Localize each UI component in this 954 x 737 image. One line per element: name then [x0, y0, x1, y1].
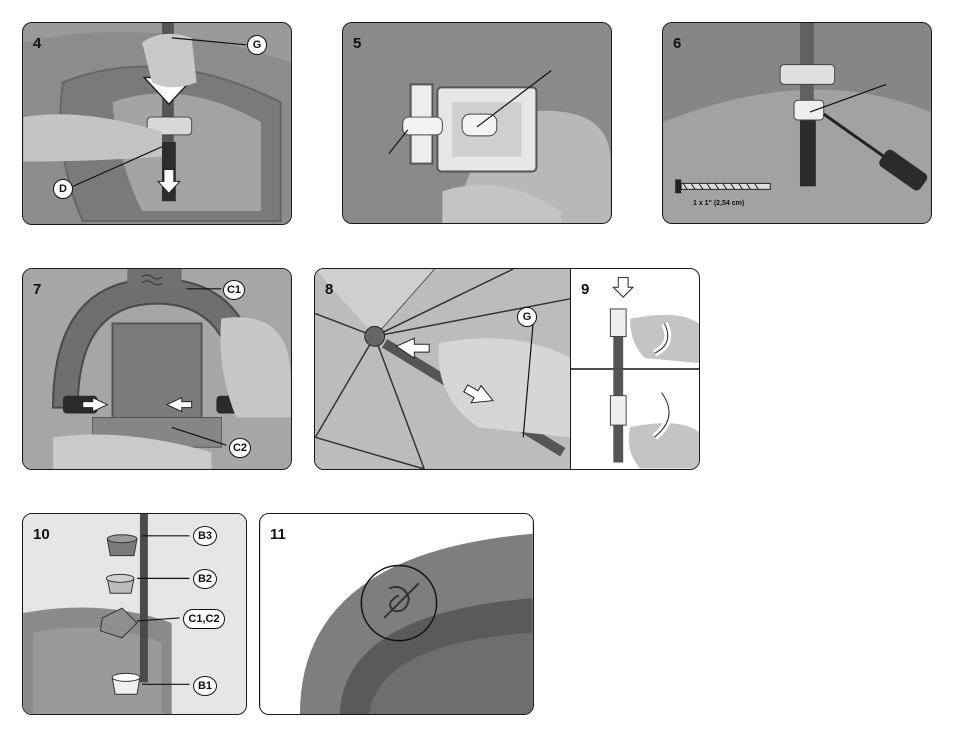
step-8-illustration: [315, 269, 571, 469]
step-6-illustration: [663, 23, 931, 223]
step-11-panel: 11: [259, 513, 534, 715]
step-number: 11: [270, 526, 286, 543]
callout-b3: B3: [193, 526, 217, 546]
callout-g: G: [517, 307, 537, 327]
step-8-panel: 8 G: [314, 268, 572, 470]
step-10-panel: 10 B3 B2 C1,C2 B1: [22, 513, 247, 715]
callout-c2: C2: [229, 438, 251, 458]
step-7-panel: 7 C1 C2: [22, 268, 292, 470]
step-9-illustration: [571, 269, 699, 469]
callout-c1: C1: [223, 280, 245, 300]
step-5-illustration: [343, 23, 611, 223]
step-6-panel: 6 1 x 1" (2,54 cm): [662, 22, 932, 224]
callout-c1c2: C1,C2: [183, 609, 225, 629]
step-7-illustration: [23, 269, 291, 469]
arrow-down-icon: [613, 277, 633, 297]
step-9-panel: 9: [570, 268, 700, 470]
step-5-panel: 5: [342, 22, 612, 224]
pole-icon: [140, 514, 148, 682]
callout-b1: B1: [193, 676, 217, 696]
step-number: 4: [33, 35, 41, 52]
step-number: 5: [353, 35, 361, 52]
callout-d: D: [53, 179, 73, 199]
step-number: 6: [673, 35, 681, 52]
step-number: 7: [33, 281, 41, 298]
step-number: 9: [581, 281, 589, 298]
step-4-panel: 4 G D: [22, 22, 292, 225]
callout-b2: B2: [193, 569, 217, 589]
step-11-illustration: [260, 514, 533, 714]
screw-size-label: 1 x 1" (2,54 cm): [693, 200, 744, 207]
callout-g: G: [247, 35, 267, 55]
step-number: 8: [325, 281, 333, 298]
step-number: 10: [33, 526, 50, 543]
